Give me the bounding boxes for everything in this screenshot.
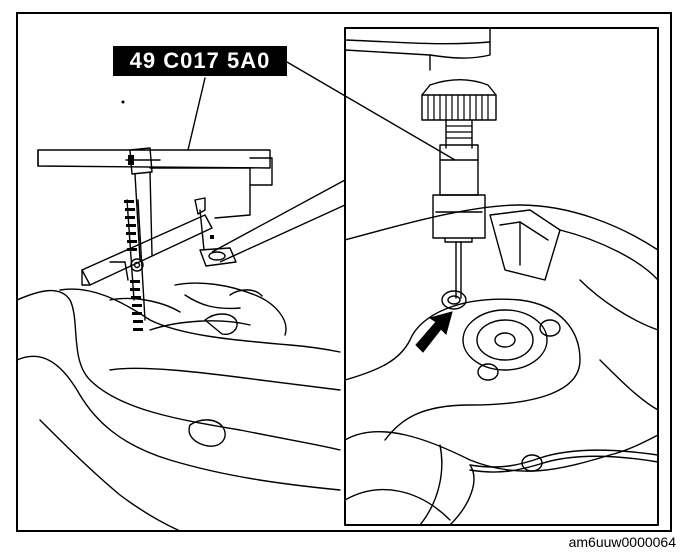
magnifier-lines xyxy=(211,61,456,263)
threaded-rod xyxy=(121,100,214,331)
outer-frame xyxy=(16,12,672,532)
figure-id: am6uuw0000064 xyxy=(568,534,676,550)
part-number-label: 49 C017 5A0 xyxy=(129,48,271,73)
part-number-callout: 49 C017 5A0 xyxy=(113,46,287,76)
left-overview-sketch xyxy=(16,77,341,532)
detail-inset xyxy=(344,27,659,526)
knurl-texture xyxy=(427,95,489,139)
arrow-icon xyxy=(415,311,453,353)
